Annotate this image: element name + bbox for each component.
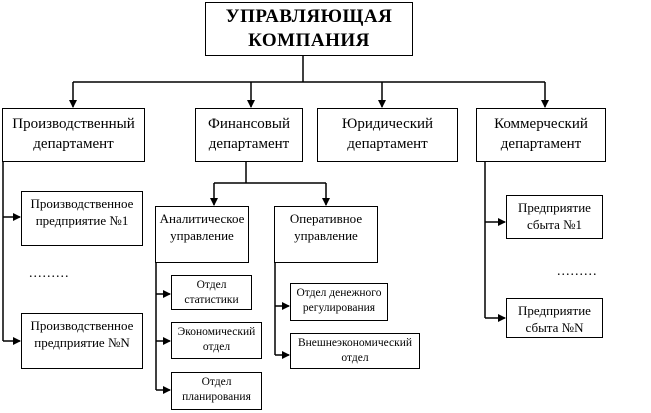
economic-line1: Экономический bbox=[177, 326, 256, 338]
operative-division-line2: управление bbox=[294, 228, 358, 243]
dept-commercial-line1: Коммерческий bbox=[494, 116, 588, 132]
analytic-division-line2: управление bbox=[170, 228, 234, 243]
sales-unit-n: Предприятие сбыта №N bbox=[506, 298, 603, 338]
monetary-line1: Отдел денежного bbox=[296, 287, 382, 299]
production-unit-1-line1: Производственное bbox=[30, 196, 134, 211]
dept-finance-line2: департамент bbox=[208, 136, 290, 152]
dept-commercial-line2: департамент bbox=[500, 136, 582, 152]
dept-commercial: Коммерческий департамент bbox=[476, 108, 606, 162]
analytic-division: Аналитическое управление bbox=[155, 206, 249, 263]
dept-legal: Юридический департамент bbox=[317, 108, 458, 162]
sales-unit-1-line2: сбыта №1 bbox=[526, 217, 583, 232]
planning-department: Отдел планирования bbox=[171, 372, 262, 410]
production-unit-n-line2: предприятие №N bbox=[34, 335, 130, 350]
dept-production-line1: Производственный bbox=[12, 116, 135, 132]
dept-legal-line2: департамент bbox=[347, 136, 428, 152]
sales-unit-n-line2: сбыта №N bbox=[525, 320, 584, 335]
dept-production: Производственный департамент bbox=[2, 108, 145, 162]
economic-department: Экономический отдел bbox=[171, 322, 262, 359]
root-management-company: УПРАВЛЯЮЩАЯ КОМПАНИЯ bbox=[205, 2, 413, 56]
stats-line1: Отдел bbox=[196, 279, 227, 291]
production-unit-1-line2: предприятие №1 bbox=[35, 213, 129, 228]
dept-legal-line1: Юридический bbox=[341, 116, 434, 132]
stats-line2: статистики bbox=[184, 294, 239, 306]
monetary-line2: регулирования bbox=[302, 302, 376, 314]
root-line1: УПРАВЛЯЮЩАЯ bbox=[225, 6, 393, 27]
sales-unit-1-line1: Предприятие bbox=[518, 200, 591, 215]
dept-production-line2: департамент bbox=[33, 136, 114, 152]
sales-unit-1: Предприятие сбыта №1 bbox=[506, 195, 603, 239]
planning-line1: Отдел bbox=[201, 376, 232, 388]
foreign-line2: отдел bbox=[341, 352, 369, 364]
operative-division: Оперативное управление bbox=[274, 206, 378, 263]
planning-line2: планирования bbox=[182, 391, 251, 403]
operative-division-line1: Оперативное bbox=[289, 211, 363, 226]
dept-finance: Финансовый департамент bbox=[195, 108, 303, 162]
production-unit-1: Производственное предприятие №1 bbox=[21, 191, 143, 246]
sales-unit-n-line1: Предприятие bbox=[518, 303, 591, 318]
monetary-regulation-department: Отдел денежного регулирования bbox=[290, 283, 388, 321]
foreign-line1: Внешнеэкономический bbox=[297, 337, 413, 349]
root-line2: КОМПАНИЯ bbox=[248, 30, 370, 51]
foreign-economic-department: Внешнеэкономический отдел bbox=[290, 333, 420, 369]
sales-ellipsis: ......... bbox=[557, 264, 598, 279]
economic-line2: отдел bbox=[202, 341, 231, 353]
production-unit-n: Производственное предприятие №N bbox=[21, 313, 143, 369]
production-ellipsis: ......... bbox=[29, 266, 70, 281]
production-unit-n-line1: Производственное bbox=[30, 318, 134, 333]
dept-finance-line1: Финансовый bbox=[208, 116, 290, 132]
analytic-division-line1: Аналитическое bbox=[159, 211, 245, 226]
stats-department: Отдел статистики bbox=[171, 275, 252, 310]
